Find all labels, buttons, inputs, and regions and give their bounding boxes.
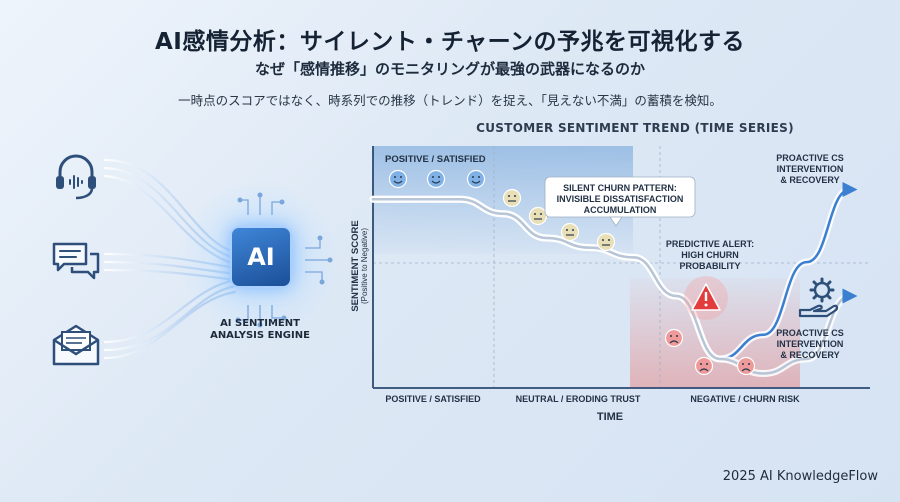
emotion-face-icon-9-mouth bbox=[699, 368, 709, 372]
emotion-face-icon-4 bbox=[502, 188, 522, 208]
headset-icon bbox=[56, 154, 96, 200]
emotion-face-icon-5-eye-l bbox=[534, 213, 536, 215]
emotion-face-icon-8-eye-l bbox=[670, 335, 672, 337]
series-2-line bbox=[371, 197, 858, 375]
emotion-face-icon-3 bbox=[466, 169, 486, 189]
emotion-face-icon-3-mouth bbox=[471, 180, 481, 184]
predictive-alert-annotation-2: HIGH CHURN bbox=[681, 250, 739, 260]
emotion-face-icon-2-mouth bbox=[431, 180, 441, 184]
proactive-bottom-annotation-1: PROACTIVE CS bbox=[776, 328, 844, 338]
emotion-face-icon-2-eye-l bbox=[432, 176, 434, 178]
proactive-bottom-annotation-3: & RECOVERY bbox=[780, 350, 839, 360]
engine-label: AI SENTIMENT ANALYSIS ENGINE bbox=[205, 318, 315, 342]
emotion-face-icon-7-disc bbox=[596, 232, 616, 252]
emotion-face-icon-6 bbox=[560, 222, 580, 242]
chat-bubbles-icon bbox=[52, 242, 100, 280]
predictive-alert-annotation-1: PREDICTIVE ALERT: bbox=[666, 239, 754, 249]
emotion-face-icon-8-mouth bbox=[669, 340, 679, 344]
proactive-top-annotation-1: PROACTIVE CS bbox=[776, 153, 844, 163]
warning-icon-bar bbox=[704, 292, 708, 301]
emotion-face-icon-9-eye-l bbox=[700, 363, 702, 365]
emotion-face-icon-10-eye-r bbox=[748, 363, 750, 365]
page-title: AI感情分析：サイレント・チャーンの予兆を可視化する bbox=[155, 29, 745, 55]
emotion-face-icon-4-eye-r bbox=[514, 195, 516, 197]
emotion-face-icon-1-eye-l bbox=[394, 176, 396, 178]
emotion-face-icon-7-eye-l bbox=[602, 239, 604, 241]
warning-icon-dot bbox=[704, 303, 708, 307]
emotion-face-icon-5 bbox=[528, 206, 548, 226]
sentiment-trend-chart: POSITIVE / SATISFIED SILENT CHURN PATTERN… bbox=[350, 146, 870, 423]
emotion-face-icon-9 bbox=[694, 356, 714, 376]
emotion-face-icon-5-eye-r bbox=[540, 213, 542, 215]
emotion-face-icon-3-eye-r bbox=[478, 176, 480, 178]
page-description: 一時点のスコアではなく、時系列での推移（トレンド）を捉え、「見えない不満」の蓄積… bbox=[178, 93, 722, 108]
care-gear-icon bbox=[798, 277, 839, 318]
silent-churn-callout-tail bbox=[609, 216, 623, 227]
emotion-face-icon-8-disc bbox=[664, 328, 684, 348]
x-axis-label: TIME bbox=[597, 411, 623, 423]
silent-churn-annotation-2: INVISIBLE DISSATISFACTION bbox=[557, 194, 684, 204]
y-axis-label: SENTIMENT SCORE bbox=[350, 220, 361, 311]
emotion-face-icon-2 bbox=[426, 169, 446, 189]
emotion-face-icon-4-eye-l bbox=[508, 195, 510, 197]
proactive-top-annotation-3: & RECOVERY bbox=[780, 175, 839, 185]
emotion-face-icon-6-disc bbox=[560, 222, 580, 242]
emotion-face-icon-8 bbox=[664, 328, 684, 348]
emotion-face-icon-6-eye-r bbox=[572, 229, 574, 231]
emotion-face-icon-7-eye-r bbox=[608, 239, 610, 241]
ai-chip-label: AI bbox=[247, 243, 275, 271]
x-zone-label-1: POSITIVE / SATISFIED bbox=[385, 394, 481, 404]
x-zone-label-2: NEUTRAL / ERODING TRUST bbox=[516, 394, 641, 404]
page-subtitle: なぜ「感情推移」のモニタリングが最強の武器になるのか bbox=[254, 60, 645, 78]
emotion-face-icon-4-disc bbox=[502, 188, 522, 208]
footer-credit: 2025 AI KnowledgeFlow bbox=[722, 469, 878, 484]
predictive-alert-annotation-3: PROBABILITY bbox=[679, 261, 740, 271]
emotion-face-icon-2-disc bbox=[426, 169, 446, 189]
proactive-bottom-annotation-2: INTERVENTION bbox=[777, 339, 844, 349]
emotion-face-icon-1-disc bbox=[388, 169, 408, 189]
engine-label-line1: AI SENTIMENT bbox=[220, 318, 300, 329]
emotion-face-icon-10-mouth bbox=[741, 368, 751, 372]
emotion-face-icon-9-disc bbox=[694, 356, 714, 376]
silent-churn-annotation-3: ACCUMULATION bbox=[584, 205, 657, 215]
y-axis-sublabel: (Positive to Negative) bbox=[360, 228, 369, 304]
proactive-top-annotation-2: INTERVENTION bbox=[777, 164, 844, 174]
chart-title: CUSTOMER SENTIMENT TREND (TIME SERIES) bbox=[476, 121, 794, 135]
emotion-face-icon-8-eye-r bbox=[676, 335, 678, 337]
emotion-face-icon-6-eye-l bbox=[566, 229, 568, 231]
emotion-face-icon-1 bbox=[388, 169, 408, 189]
emotion-face-icon-10-eye-l bbox=[742, 363, 744, 365]
engine-label-line2: ANALYSIS ENGINE bbox=[210, 330, 310, 341]
emotion-face-icon-9-eye-r bbox=[706, 363, 708, 365]
silent-churn-annotation-1: SILENT CHURN PATTERN: bbox=[563, 183, 677, 193]
envelope-icon bbox=[52, 324, 100, 366]
emotion-face-icon-10-disc bbox=[736, 356, 756, 376]
ai-chip: AI bbox=[230, 226, 292, 288]
x-zone-label-3: NEGATIVE / CHURN RISK bbox=[690, 394, 800, 404]
emotion-face-icon-7 bbox=[596, 232, 616, 252]
emotion-face-icon-1-mouth bbox=[393, 180, 403, 184]
emotion-face-icon-2-eye-r bbox=[438, 176, 440, 178]
top-zone-label: POSITIVE / SATISFIED bbox=[385, 154, 486, 165]
emotion-face-icon-10 bbox=[736, 356, 756, 376]
emotion-face-icon-1-eye-r bbox=[400, 176, 402, 178]
emotion-face-icon-3-eye-l bbox=[472, 176, 474, 178]
emotion-face-icon-5-disc bbox=[528, 206, 548, 226]
emotion-face-icon-3-disc bbox=[466, 169, 486, 189]
